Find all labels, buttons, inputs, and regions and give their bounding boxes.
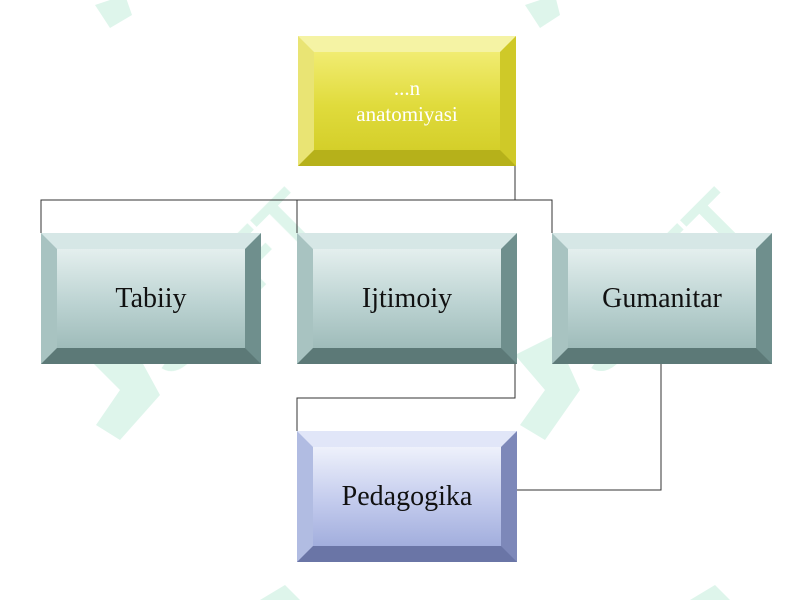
- node-ijtimoiy: Ijtimoiy: [297, 233, 517, 364]
- node-top: ...n anatomiyasi: [298, 36, 516, 166]
- node-gumanitar-label: Gumanitar: [602, 282, 722, 314]
- node-top-label-line2: anatomiyasi: [356, 102, 458, 126]
- node-top-face: ...n anatomiyasi: [314, 52, 500, 150]
- connector-gumanitar-to-pedagogika: [517, 364, 662, 491]
- connector-top-to-gumanitar: [515, 199, 553, 233]
- connector-top-to-tabiiy: [40, 166, 516, 233]
- node-pedagogika-label: Pedagogika: [341, 480, 473, 512]
- node-tabiiy: Tabiiy: [41, 233, 261, 364]
- node-tabiiy-label: Tabiiy: [115, 282, 187, 314]
- node-gumanitar: Gumanitar: [552, 233, 772, 364]
- node-top-label-line1: ...n: [393, 76, 421, 100]
- node-pedagogika: Pedagogika: [297, 431, 517, 562]
- connector-ijtimoiy-to-pedagogika: [296, 364, 516, 431]
- node-ijtimoiy-label: Ijtimoiy: [361, 282, 453, 314]
